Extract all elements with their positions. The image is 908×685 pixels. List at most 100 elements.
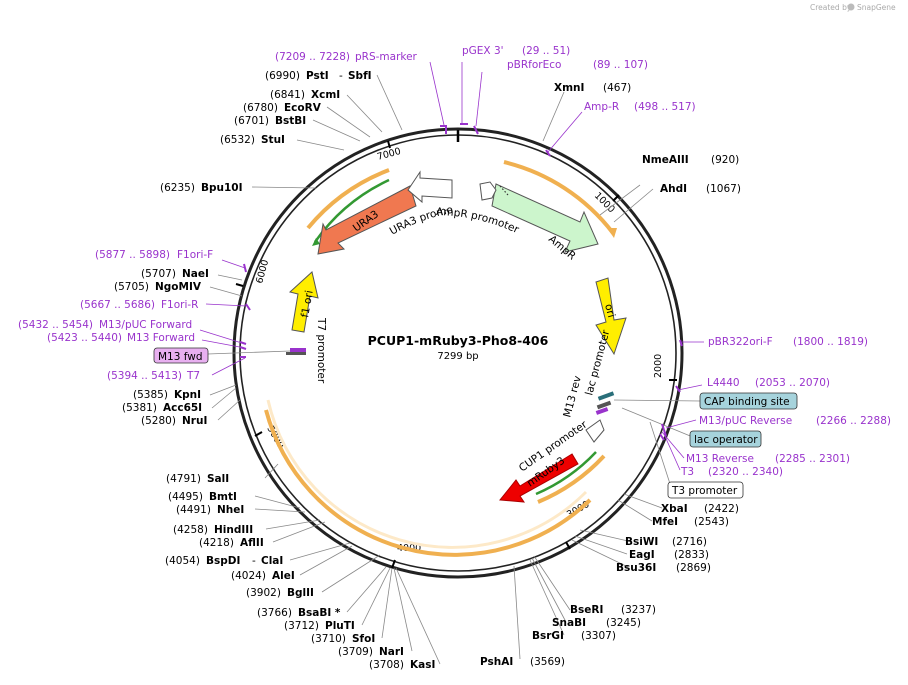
enzyme-alei[interactable]: AleI [272,570,295,582]
tick-label-2000: 2000 [653,354,664,378]
enzyme-pos-aflii: (4218) [199,537,234,549]
enzyme-psti[interactable]: PstI [306,70,329,82]
ori-feature-arrow [595,277,627,356]
primer-l4440[interactable]: L4440 [707,377,740,389]
primer-m13puc-reverse[interactable]: M13/pUC Reverse [699,415,792,427]
enzyme-sali[interactable]: SalI [207,473,229,485]
enzyme-sbfi[interactable]: SbfI [348,70,372,82]
mruby3-orf-arc [537,454,606,504]
enzyme-pos-pluti: (3712) [284,620,319,632]
enzyme-bsabi[interactable]: BsaBI * [298,607,341,619]
enzyme-stui[interactable]: StuI [261,134,285,146]
enzyme-sfoi[interactable]: SfoI [352,633,375,645]
enzyme-pos-bsabi: (3766) [257,607,292,619]
enzyme-snabi[interactable]: SnaBI [552,617,586,629]
ampr-orf-arrowhead [607,228,617,238]
primer-pbr322ori-f[interactable]: pBR322ori-F [708,336,773,348]
primer-range-t7: (5394 .. 5413) [107,370,182,382]
enzyme-pos-ecorv: (6780) [243,102,278,114]
m13-fwd-box[interactable] [153,347,209,364]
primer-range-pbrforeco: (89 .. 107) [593,59,648,71]
cap-binding-site-label: CAP binding site [704,396,790,408]
enzyme-mfei[interactable]: MfeI [652,516,678,528]
enzyme-ahdi[interactable]: AhdI [660,183,687,195]
ura3-orf-arc [306,168,390,230]
primer-range-f1ori-f: (5877 .. 5898) [95,249,170,261]
enzyme-aflii[interactable]: AflII [240,537,264,549]
enzyme-bsiwi[interactable]: BsiWI [625,536,658,548]
enzyme-pos-bsiwi: (2716) [672,536,707,548]
enzyme-bspdi[interactable]: BspDI [206,555,240,567]
enzyme-nhei[interactable]: NheI [217,504,244,516]
enzyme-dash-sbfi: - [339,70,343,82]
enzyme-xcmi[interactable]: XcmI [311,89,340,101]
primer-range-prs-marker: (7209 .. 7228) [275,51,350,63]
ura3-promoter-arrow [407,170,453,204]
primer-ampr[interactable]: Amp-R [584,101,619,113]
m13-fwd-box-label: M13 fwd [158,351,203,363]
enzyme-xmni[interactable]: XmnI [554,82,584,94]
primer-t3[interactable]: T3 [680,466,694,478]
primer-m13-reverse[interactable]: M13 Reverse [686,453,754,465]
m13-rev-mark [595,407,609,415]
m13-fwd-mark [290,348,306,353]
enzyme-pos-snabi: (3245) [606,617,641,629]
primer-range-m13puc-forward: (5432 .. 5454) [18,319,93,331]
enzyme-pos-xcmi: (6841) [270,89,305,101]
t3-promoter-box[interactable] [667,481,744,499]
enzyme-pos-bsrgi: (3307) [581,630,616,642]
enzyme-bseri[interactable]: BseRI [570,604,603,616]
enzyme-pos-ahdi: (1067) [706,183,741,195]
primer-range-ampr: (498 .. 517) [634,101,696,113]
enzyme-pshai[interactable]: PshAI [480,656,513,668]
enzyme-acc65i[interactable]: Acc65I [163,402,202,414]
enzyme-bglii[interactable]: BglII [287,587,314,599]
primer-m13puc-forward[interactable]: M13/pUC Forward [99,319,192,331]
ampr-feature-arrow [491,183,599,253]
enzyme-pos-nhei: (4491) [176,504,211,516]
enzyme-pos-naei: (5707) [141,268,176,280]
enzyme-pos-nrui: (5280) [141,415,176,427]
enzyme-kasi[interactable]: KasI [410,659,435,671]
enzyme-nmeaiii[interactable]: NmeAIII [642,154,689,166]
ampr-orf-arc [503,160,615,235]
enzyme-xbai[interactable]: XbaI [661,503,688,515]
enzyme-bsu36i[interactable]: Bsu36I [616,562,656,574]
enzyme-pos-xbai: (2422) [704,503,739,515]
primer-m13-forward[interactable]: M13 Forward [127,332,195,344]
primer-pgex3[interactable]: pGEX 3' [462,45,504,57]
primer-t7[interactable]: T7 [186,370,200,382]
enzyme-bsrgi[interactable]: BsrGI [532,630,564,642]
primer-prs-marker[interactable]: pRS-marker [355,51,418,63]
enzyme-pos-hindiii: (4258) [173,524,208,536]
primer-f1ori-f[interactable]: F1ori-F [177,249,213,261]
enzyme-clai[interactable]: ClaI [261,555,283,567]
lac-operator-box[interactable] [689,430,762,448]
ampr-promoter-arrow [479,181,497,201]
brand-text: SnapGene [857,3,896,12]
enzyme-pos-sali: (4791) [166,473,201,485]
primer-f1ori-r[interactable]: F1ori-R [161,299,198,311]
t7-promoter-label: T7 promoter [315,317,327,384]
cap-binding-site-box[interactable] [699,392,798,410]
lac-operator-label: lac operator [694,434,758,446]
plasmid-name: PCUP1-mRuby3-Pho8-406 [368,333,549,348]
enzyme-naei[interactable]: NaeI [182,268,209,280]
enzyme-pos-alei: (4024) [231,570,266,582]
enzyme-bstbi[interactable]: BstBI [275,115,306,127]
enzyme-pluti[interactable]: PluTI [325,620,355,632]
primer-pbrforeco[interactable]: pBRforEco [507,59,561,71]
enzyme-kpni[interactable]: KpnI [174,389,201,401]
enzyme-nari[interactable]: NarI [379,646,404,658]
pho8-orf-inner [266,399,588,549]
f1-ori-feature-arrow [288,271,319,333]
enzyme-ngomiv[interactable]: NgoMIV [155,281,202,293]
enzyme-bpu10i[interactable]: Bpu10I [201,182,243,194]
enzyme-bmti[interactable]: BmtI [209,491,237,503]
enzyme-nrui[interactable]: NruI [182,415,207,427]
enzyme-pos-xmni: (467) [603,82,631,94]
enzyme-eagi[interactable]: EagI [629,549,655,561]
enzyme-hindiii[interactable]: HindIII [214,524,253,536]
enzyme-ecorv[interactable]: EcoRV [284,102,322,114]
